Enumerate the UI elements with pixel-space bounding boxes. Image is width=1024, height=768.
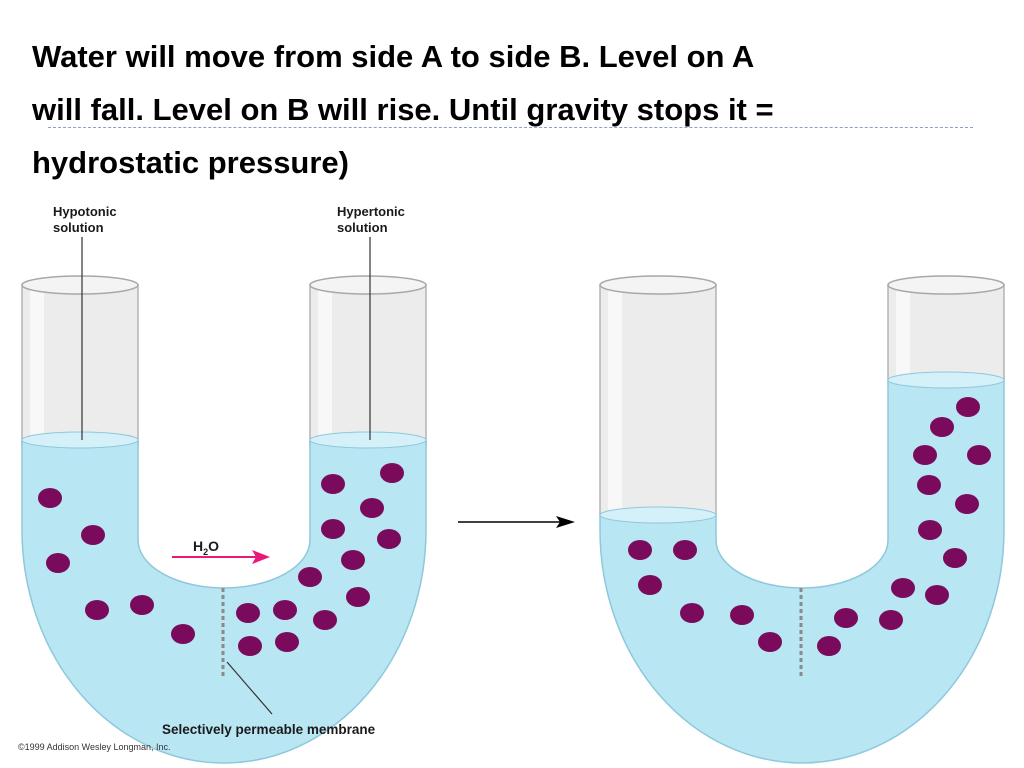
solutes-side-a-after	[628, 540, 782, 652]
glass-highlight	[896, 290, 910, 376]
solute-particle	[275, 632, 299, 652]
u-tube-after	[599, 275, 1005, 764]
solute-particle	[913, 445, 937, 465]
solute-particle	[673, 540, 697, 560]
copyright-text: ©1999 Addison Wesley Longman, Inc.	[18, 742, 171, 752]
solute-particle	[46, 553, 70, 573]
solute-particle	[925, 585, 949, 605]
surface-side-b	[309, 431, 427, 449]
water-label: H2O	[193, 538, 219, 557]
solute-particle	[273, 600, 297, 620]
solute-particle	[236, 603, 260, 623]
surface-side-a	[21, 431, 139, 449]
solute-particle	[130, 595, 154, 615]
transition-arrow	[458, 516, 575, 528]
solute-particle	[918, 520, 942, 540]
water-arrow-head	[252, 550, 270, 564]
solute-particle	[377, 529, 401, 549]
title-divider	[48, 127, 973, 128]
solutes-side-b-after	[817, 397, 991, 656]
hypotonic-label-line-2: solution	[53, 220, 104, 235]
solute-particle	[917, 475, 941, 495]
solute-particle	[85, 600, 109, 620]
solute-particle	[380, 463, 404, 483]
solute-particle	[81, 525, 105, 545]
membrane-leader-line	[226, 661, 273, 715]
solution-before	[21, 439, 427, 764]
tube-rim-b	[887, 275, 1005, 295]
hypertonic-label-line-2: solution	[337, 220, 388, 235]
solute-particle	[817, 636, 841, 656]
hypertonic-label-line-1: Hypertonic	[337, 204, 405, 219]
solute-particle	[834, 608, 858, 628]
tube-rim-b	[309, 275, 427, 295]
solute-particle	[628, 540, 652, 560]
solute-particle	[730, 605, 754, 625]
solute-particle	[313, 610, 337, 630]
title-line-2: will fall. Level on B will rise. Until g…	[32, 92, 774, 127]
solute-particle	[341, 550, 365, 570]
slide-title: Water will move from side A to side B. L…	[32, 30, 1007, 189]
solute-particle	[680, 603, 704, 623]
solute-particle	[967, 445, 991, 465]
solute-particle	[321, 474, 345, 494]
solute-particle	[758, 632, 782, 652]
solute-particle	[638, 575, 662, 595]
tube-rim-a	[599, 275, 717, 295]
solute-particle	[298, 567, 322, 587]
solutes-side-a-before	[38, 488, 195, 644]
glass-highlight	[318, 290, 332, 440]
surface-side-a	[599, 506, 717, 524]
solute-particle	[943, 548, 967, 568]
solute-particle	[238, 636, 262, 656]
solute-particle	[346, 587, 370, 607]
solute-particle	[879, 610, 903, 630]
solutes-side-b-before	[236, 463, 404, 656]
glass-highlight	[30, 290, 44, 440]
solute-particle	[38, 488, 62, 508]
tube-labels: Hypotonic solution Hypertonic solution S…	[18, 204, 405, 752]
tube-rim-a	[21, 275, 139, 295]
hypotonic-label-line-1: Hypotonic	[53, 204, 117, 219]
u-tube-before: H2O	[21, 275, 427, 764]
surface-side-b	[887, 371, 1005, 389]
solute-particle	[930, 417, 954, 437]
solute-particle	[891, 578, 915, 598]
solute-particle	[360, 498, 384, 518]
title-line-1: Water will move from side A to side B. L…	[32, 39, 755, 74]
solute-particle	[171, 624, 195, 644]
solution-after	[599, 379, 1005, 764]
glass-highlight	[608, 290, 622, 510]
solute-particle	[956, 397, 980, 417]
transition-arrow-head	[556, 516, 575, 528]
title-line-3: hydrostatic pressure)	[32, 145, 349, 180]
solute-particle	[321, 519, 345, 539]
membrane-label: Selectively permeable membrane	[162, 722, 376, 737]
solute-particle	[955, 494, 979, 514]
